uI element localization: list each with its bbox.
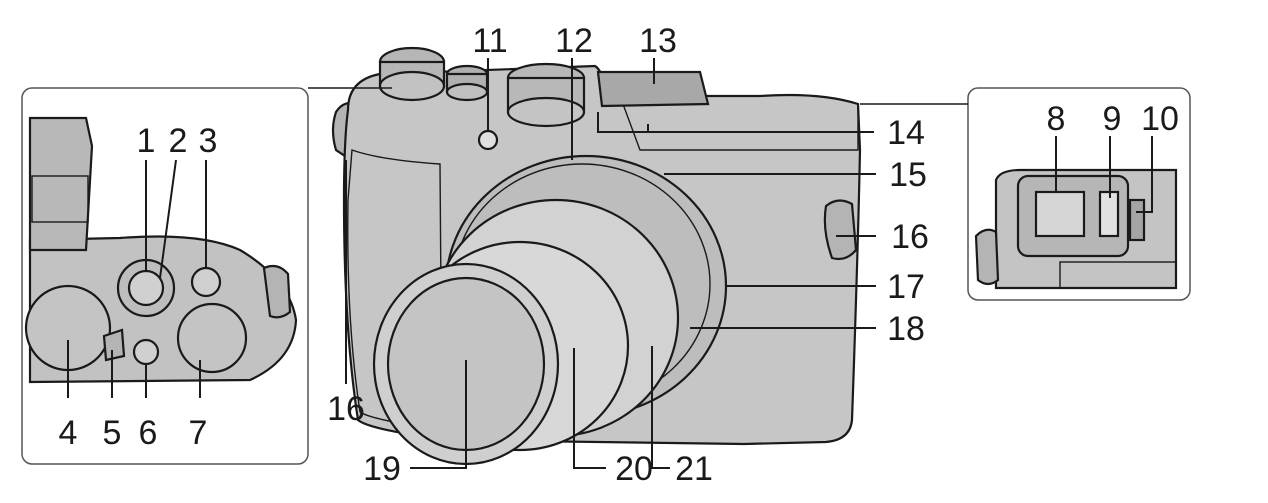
- inset-top-controls: [21, 87, 392, 465]
- right-strap-lug: [823, 199, 858, 261]
- callout-2: 2: [169, 122, 188, 160]
- diopter-dial: [1128, 198, 1146, 242]
- callout-9: 9: [1103, 100, 1122, 138]
- callout-16-left: 16: [327, 390, 365, 428]
- hot-shoe: [596, 70, 710, 108]
- callout-4: 4: [59, 414, 78, 452]
- leader-line: [1136, 136, 1153, 213]
- top-button: [190, 266, 222, 298]
- callout-11: 11: [472, 22, 507, 60]
- callout-8: 8: [1047, 100, 1066, 138]
- camera-grip: [347, 149, 443, 431]
- leader-lines: [67, 58, 1153, 469]
- callout-1: 1: [137, 122, 156, 160]
- callout-6: 6: [139, 414, 158, 452]
- camera-main-view: [331, 46, 862, 466]
- callout-5: 5: [103, 414, 122, 452]
- viewfinder-window: [1034, 190, 1086, 238]
- small-button: [132, 338, 160, 366]
- leader-line: [651, 346, 670, 469]
- eye-sensor: [1098, 190, 1120, 238]
- leader-line: [573, 348, 606, 469]
- callout-14: 14: [887, 114, 925, 152]
- leader-line: [159, 159, 177, 279]
- callout-7: 7: [189, 414, 208, 452]
- af-assist-lamp: [477, 129, 499, 151]
- callout-13: 13: [639, 22, 677, 60]
- callout-21: 21: [675, 450, 713, 488]
- callout-19: 19: [363, 450, 401, 488]
- callout-18: 18: [887, 310, 925, 348]
- callout-15: 15: [889, 156, 927, 194]
- callout-12: 12: [555, 22, 593, 60]
- top-right-shoulder: [618, 94, 859, 151]
- callout-20: 20: [615, 450, 653, 488]
- leader-line: [597, 112, 874, 133]
- leader-line: [410, 360, 467, 469]
- callout-17: 17: [887, 268, 925, 306]
- callout-10: 10: [1141, 100, 1179, 138]
- callout-numbers: 1 2 3 4 5 6 7 8 9 10 11 12 13 14 15 16 1…: [59, 22, 1179, 488]
- callout-3: 3: [199, 122, 218, 160]
- inset-viewfinder: [860, 87, 1191, 301]
- control-dial: [176, 302, 248, 374]
- lens-assembly: [372, 154, 728, 466]
- callout-16-right: 16: [891, 218, 929, 256]
